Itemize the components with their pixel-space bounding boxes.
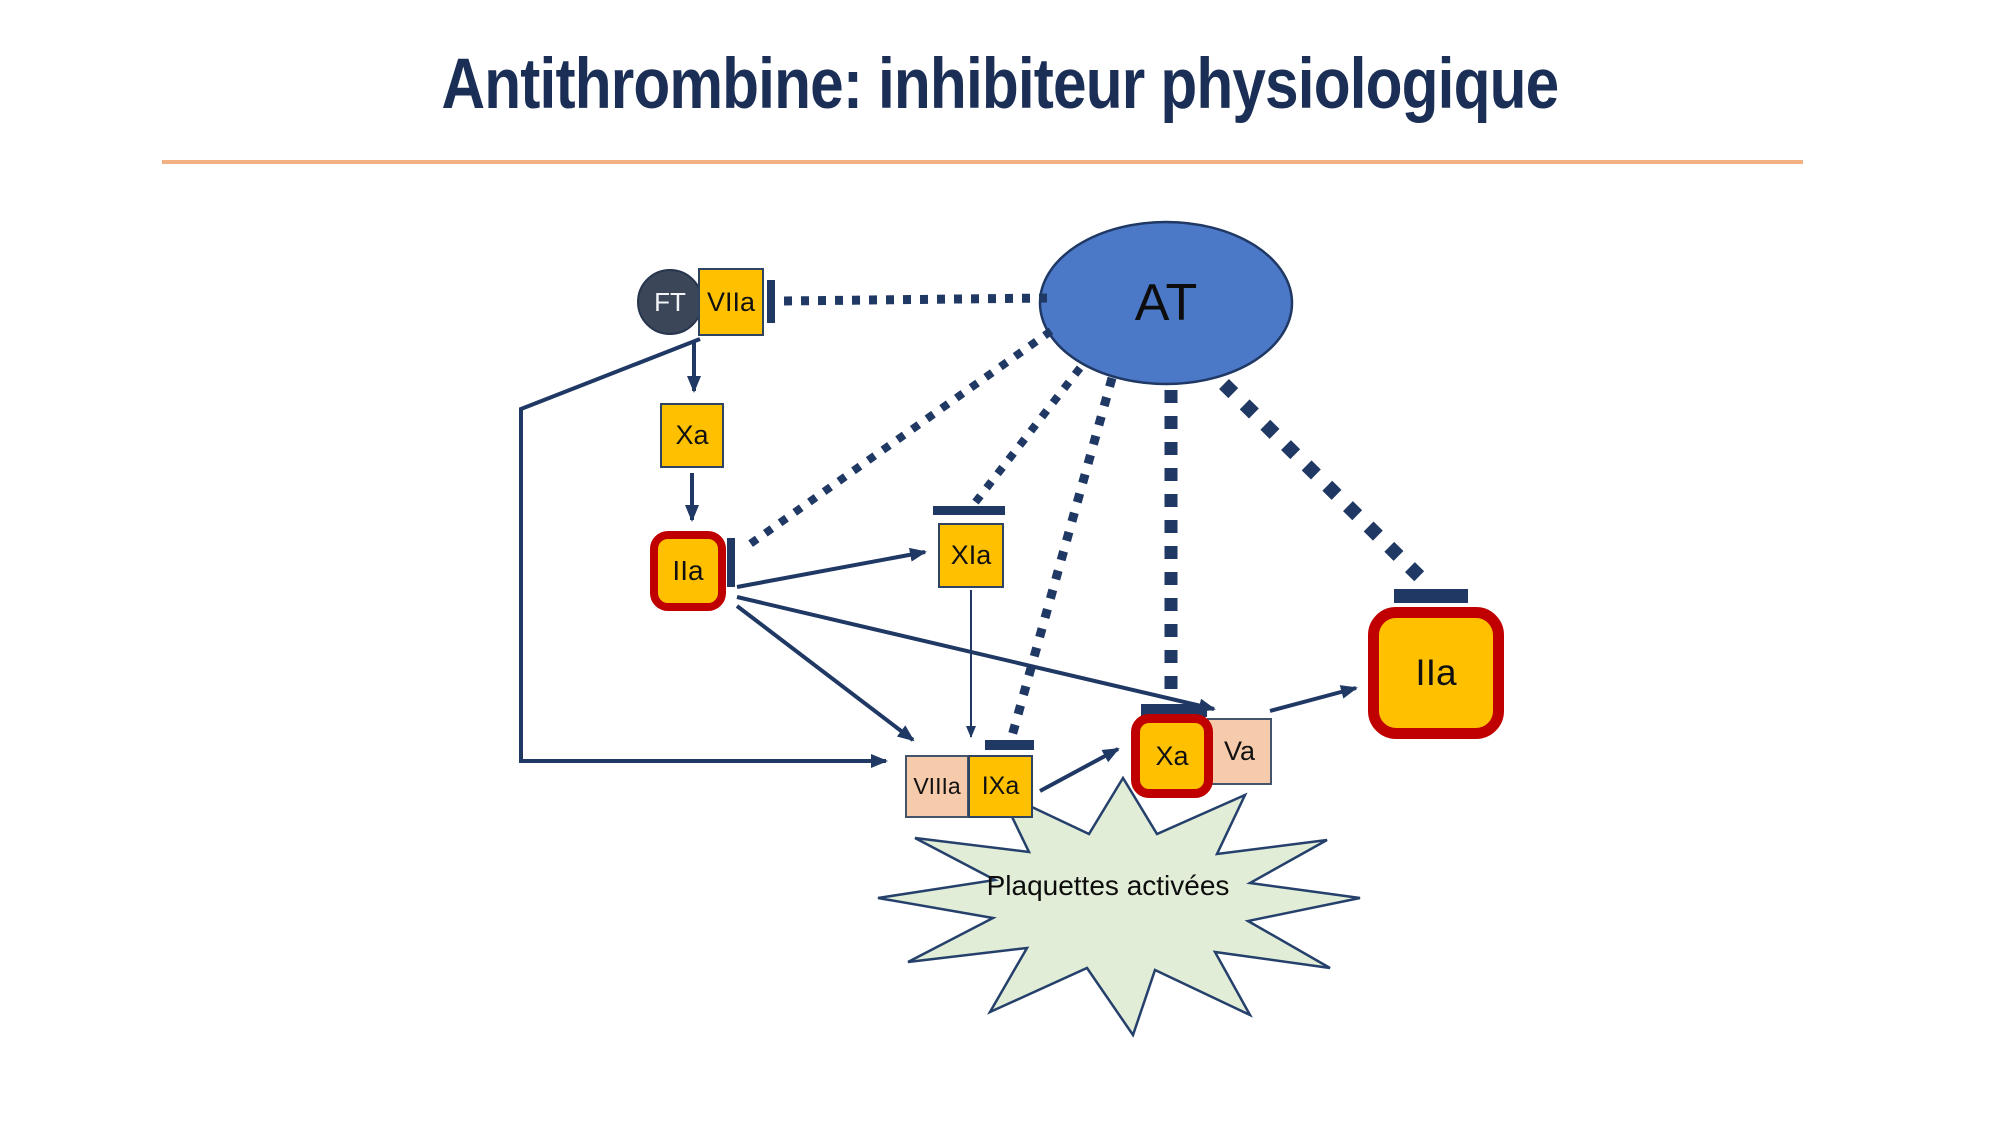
inhibition-line-at-iia-initiation	[740, 327, 1054, 553]
factor-xa-amplification-label: Xa	[1155, 740, 1189, 771]
factor-va-node: Va	[1207, 718, 1272, 785]
factor-xa-amplification-node: Xa	[1131, 714, 1213, 798]
arrow-viia-feedback-to-ixa	[519, 337, 888, 768]
tbar-iia-amplification	[1394, 589, 1468, 603]
title-divider-line	[162, 160, 1803, 164]
activated-platelets-text: Plaquettes activées	[986, 870, 1230, 901]
inhibition-line-at-iia-amplification	[1219, 379, 1430, 587]
factor-ixa-node: IXa	[968, 755, 1033, 818]
arrow-iia-to-xava	[736, 595, 1216, 713]
arrow-iia-to-xia	[736, 547, 927, 589]
factor-viia-node: VIIa	[698, 268, 764, 336]
thrombin-iia-amplification-node: IIa	[1368, 607, 1504, 739]
inhibition-line-at-ixa	[1007, 376, 1117, 738]
thrombin-iia-initiation-label: IIa	[672, 555, 704, 586]
thrombin-iia-initiation-node: IIa	[650, 531, 726, 611]
factor-xa-initiation-label: Xa	[675, 420, 709, 450]
thrombin-iia-amplification-label: IIa	[1415, 652, 1457, 693]
tbar-viia	[767, 280, 775, 323]
arrow-ixa-to-xa	[1039, 747, 1120, 793]
factor-ixa-label: IXa	[981, 772, 1020, 800]
arrow-va-to-iia	[1269, 685, 1358, 713]
factor-xa-initiation-node: Xa	[660, 403, 724, 468]
antithrombin-ellipse	[1038, 220, 1294, 386]
inhibition-line-at-viia	[782, 293, 1048, 306]
antithrombin-node: AT	[1040, 223, 1292, 383]
inhibition-line-at-xia	[970, 365, 1084, 507]
factor-xia-node: XIa	[938, 523, 1004, 588]
platelets-starburst	[877, 775, 1361, 1038]
tissue-factor-node: FT	[637, 269, 703, 335]
factor-va-label: Va	[1223, 736, 1256, 766]
arrow-iia-to-viiia	[735, 604, 915, 742]
factor-viiia-label: VIIIa	[913, 773, 961, 799]
factor-xia-label: XIa	[950, 540, 992, 570]
tissue-factor-label: FT	[654, 286, 686, 317]
page-title-text: Antithrombine: inhibiteur physiologique	[441, 45, 1560, 124]
activated-platelets-label: Plaquettes activées	[946, 870, 1270, 902]
tbar-ixa	[985, 740, 1034, 750]
page-title: Antithrombine: inhibiteur physiologique	[0, 44, 2000, 125]
factor-viia-label: VIIa	[706, 286, 756, 317]
tbar-iia-initiation	[727, 538, 735, 587]
tbar-xa-amplification	[1141, 704, 1207, 717]
antithrombin-label: AT	[1134, 274, 1198, 332]
tbar-xia	[933, 506, 1005, 515]
factor-viiia-node: VIIIa	[905, 755, 969, 818]
